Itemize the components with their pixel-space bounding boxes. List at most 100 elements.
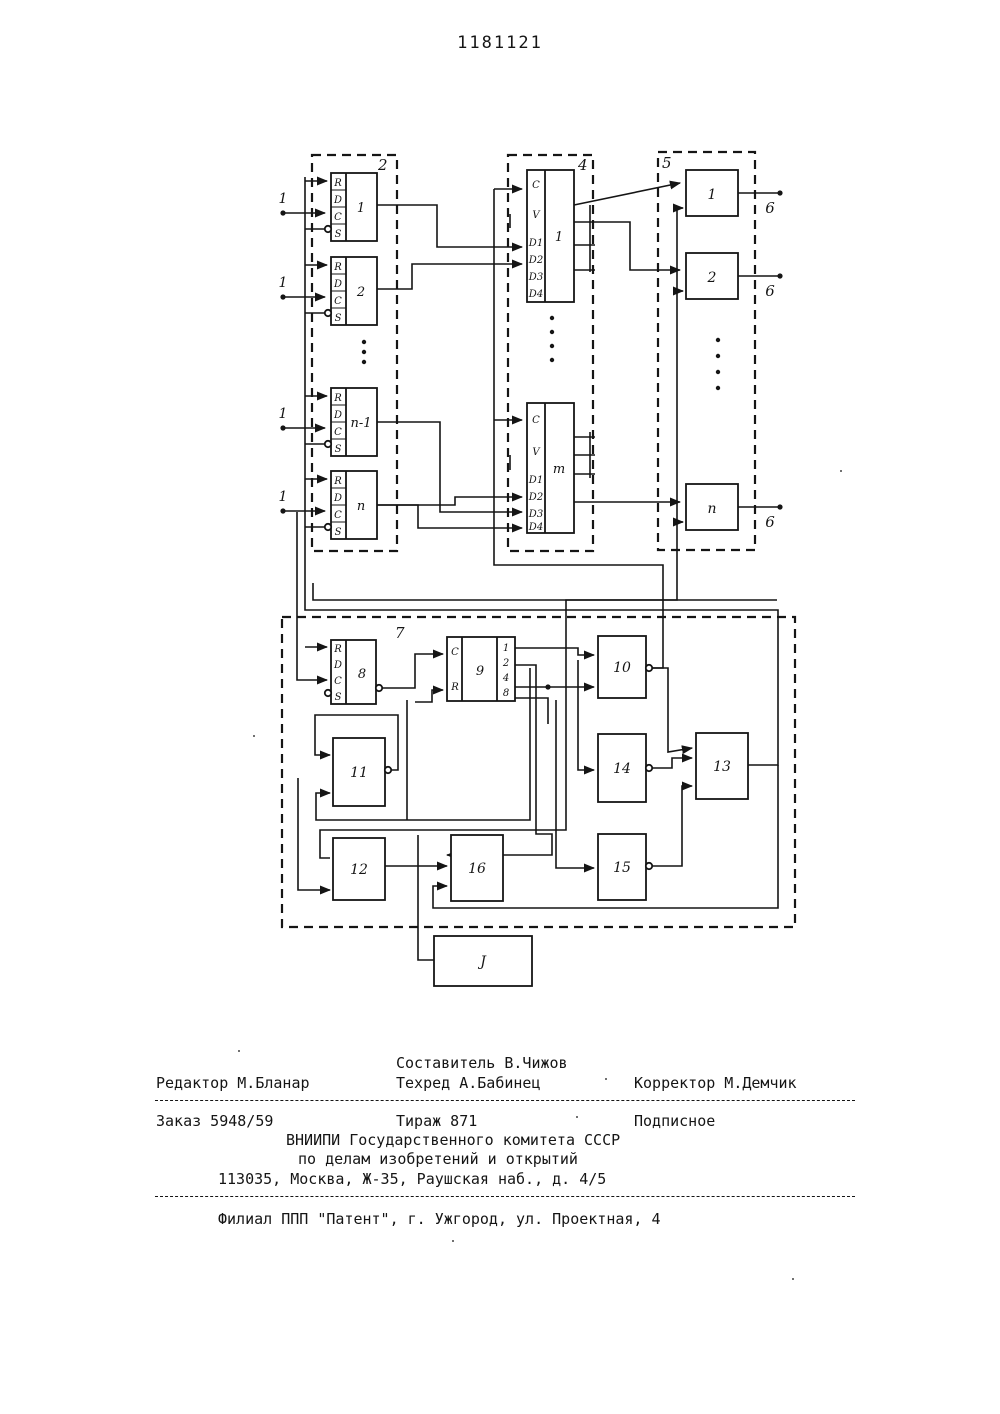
control-block-number: 10: [613, 660, 631, 676]
decoder-pin-label: D1: [528, 475, 543, 486]
inversion-bubble: [646, 765, 652, 771]
decoder-block-number: 1: [555, 230, 563, 245]
counter-pin-label: R: [450, 682, 459, 693]
junction-dot: [777, 190, 782, 195]
register-block-number: 2: [356, 285, 365, 300]
ellipsis-dot: [716, 370, 720, 374]
control-block-number: 14: [613, 761, 631, 777]
ellipsis-dot: [362, 360, 366, 364]
trigger-pin-label: C: [334, 427, 342, 438]
junction-dot: [280, 425, 285, 430]
decoder-pin-label: D3: [528, 509, 543, 520]
inversion-bubble: [376, 685, 382, 691]
trigger-pin-label: D: [333, 410, 342, 421]
inversion-bubble: [646, 863, 652, 869]
circuit-diagram: 2 4 5 7 RDCS11RDCS21RDCSn-11RDCSn1CVD1D2…: [0, 0, 1000, 1000]
scan-speck: [792, 1278, 794, 1280]
counter-out-8: [515, 698, 548, 724]
trigger8-to-counter: [382, 654, 443, 688]
junction-dot: [777, 273, 782, 278]
control-block-number: 12: [350, 862, 368, 878]
trigger-pin-label: R: [333, 262, 342, 273]
control-block-number: 16: [468, 861, 486, 877]
inversion-bubble: [325, 441, 331, 447]
decoder-pin-label: D4: [528, 522, 543, 533]
output-label: 6: [765, 513, 775, 531]
trigger8-clock: [297, 512, 327, 680]
branch-line: Филиал ППП "Патент", г. Ужгород, ул. Про…: [218, 1210, 661, 1228]
trigger-pin-label: C: [334, 510, 342, 521]
separator-rule-top: [155, 1100, 855, 1101]
trigger-pin-label: R: [333, 178, 342, 189]
trigger-pin-label: C: [334, 296, 342, 307]
group-label: 4: [577, 156, 588, 174]
decoder-pin-label: D4: [528, 289, 543, 300]
trigger-pin-label: S: [335, 444, 342, 455]
gate14-input: [578, 660, 594, 770]
ellipsis-dot: [716, 386, 720, 390]
trigger-pin-label: S: [335, 692, 342, 703]
scan-speck: [452, 1240, 454, 1242]
ellipsis-dot: [550, 344, 554, 348]
scan-speck: [253, 735, 255, 737]
decoder-pin-label: D2: [528, 492, 543, 503]
inversion-bubble: [325, 226, 331, 232]
ellipsis-dot: [550, 316, 554, 320]
counter-output-label: 1: [503, 643, 509, 654]
trigger-pin-label: R: [333, 644, 342, 655]
counter-pin-label: C: [451, 647, 459, 658]
ellipsis-dot: [716, 354, 720, 358]
order-line: Заказ 5948/59: [156, 1112, 273, 1130]
trigger-pin-label: D: [333, 279, 342, 290]
clock-bus: [494, 189, 663, 668]
ellipsis-dot: [550, 330, 554, 334]
decoder-pin-label: C: [532, 180, 540, 191]
counter-output-label: 2: [502, 658, 509, 669]
corrector-line: Корректор М.Демчик: [634, 1074, 797, 1092]
control-block-number: 9: [476, 664, 484, 679]
control-block-number: 13: [713, 759, 731, 775]
control-block-number: 15: [613, 860, 631, 876]
trigger-pin-label: C: [334, 676, 342, 687]
scan-speck: [840, 470, 842, 472]
register-block-number: n-1: [350, 416, 371, 431]
address-line: 113035, Москва, Ж-35, Раушская наб., д. …: [218, 1170, 606, 1188]
control-block-number: 11: [350, 765, 368, 781]
register-block-number: n: [357, 499, 365, 514]
scan-speck: [238, 1050, 240, 1052]
inversion-bubble: [325, 310, 331, 316]
group-label: 7: [395, 624, 405, 642]
register-n-output: [377, 505, 522, 528]
input-label: 1: [279, 406, 288, 422]
techred-line: Техред А.Бабинец: [396, 1074, 541, 1092]
gate15-input: [556, 700, 594, 868]
input-label: 1: [279, 275, 288, 291]
organization-line-2: по делам изобретений и открытий: [298, 1150, 578, 1168]
group-label: 2: [377, 156, 388, 174]
counter-output-label: 8: [503, 688, 509, 699]
output-block-number: 1: [708, 187, 717, 203]
decoder-out-1: [574, 183, 680, 205]
junction-dot: [777, 504, 782, 509]
trigger-pin-label: D: [333, 195, 342, 206]
decoder-pin-label: D2: [528, 255, 543, 266]
output-block-number: n: [707, 501, 716, 517]
decoder-block-number: m: [553, 462, 565, 477]
scan-speck: [576, 1116, 578, 1118]
subscription-line: Подписное: [634, 1112, 715, 1130]
trigger-pin-label: S: [335, 313, 342, 324]
gate14-to-13: [652, 758, 692, 768]
reset-return: [313, 583, 777, 600]
junction-dot: [545, 684, 550, 689]
trigger-pin-label: S: [335, 527, 342, 538]
register-1-output: [377, 205, 522, 247]
trigger-pin-label: R: [333, 393, 342, 404]
counter-out-1: [515, 648, 594, 655]
compiler-line: Составитель В.Чижов: [396, 1054, 568, 1072]
trigger-pin-label: D: [333, 660, 342, 671]
output-label: 6: [765, 282, 775, 300]
control-block-number: 8: [358, 667, 366, 682]
decoder-pin-label: C: [532, 415, 540, 426]
separator-rule-bottom: [155, 1196, 855, 1197]
